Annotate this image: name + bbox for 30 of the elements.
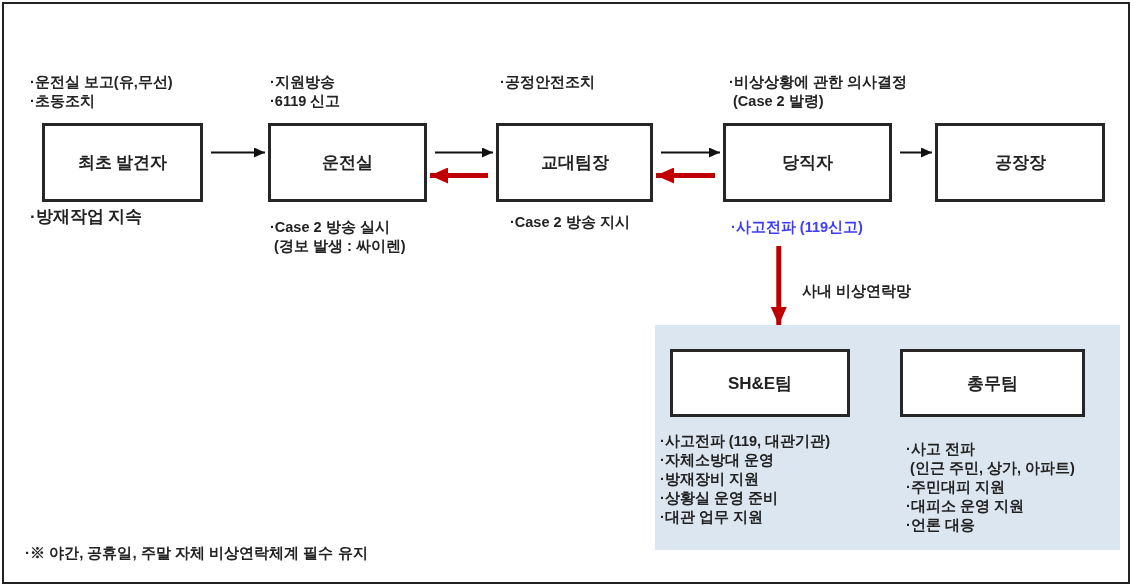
note-text: ·Case 2 방송 실시 (경보 발생 : 싸이렌) [270, 218, 406, 256]
note-text: ·비상상황에 관한 의사결정 (Case 2 발령) [729, 73, 907, 111]
note-text: ·주민대피 지원 [906, 478, 1005, 497]
arrow [770, 246, 787, 325]
note-text: ·자체소방대 운영 [660, 451, 774, 470]
arrow [434, 147, 494, 158]
note-text: ·대관 업무 지원 [660, 508, 763, 527]
note-text: ·6119 신고 [270, 92, 341, 111]
note-text: ·대피소 운영 지원 [906, 497, 1024, 516]
note-text: ·공정안전조치 [500, 73, 595, 92]
note-text: ·운전실 보고(유,무선) [30, 73, 173, 92]
note-text: ·언론 대응 [906, 516, 975, 535]
edge-label: 사내 비상연락망 [800, 282, 914, 301]
note-text: ·※ 야간, 공휴일, 주말 자체 비상연락체계 필수 유지 [25, 543, 368, 562]
note-text: ·사고전파 (119, 대관기관) [660, 432, 830, 451]
note-text: ·Case 2 방송 지시 [510, 213, 630, 232]
arrow [899, 147, 933, 158]
note-text: ·초동조치 [30, 92, 95, 111]
process-box: 공장장 [935, 123, 1105, 202]
note-text: ·방재작업 지속 [30, 207, 143, 226]
note-text: ·방재장비 지원 [660, 470, 759, 489]
note-text: ·사고 전파 (인근 주민, 상가, 아파트) [906, 440, 1075, 478]
arrow [660, 147, 721, 158]
arrow [210, 147, 266, 158]
note-text: ·사고전파 (119신고) [731, 218, 863, 237]
panel-background [655, 325, 1120, 550]
arrow [656, 167, 715, 184]
arrow [430, 167, 488, 184]
note-text: ·지원방송 [270, 73, 335, 92]
note-text: ·상황실 운영 준비 [660, 489, 778, 508]
